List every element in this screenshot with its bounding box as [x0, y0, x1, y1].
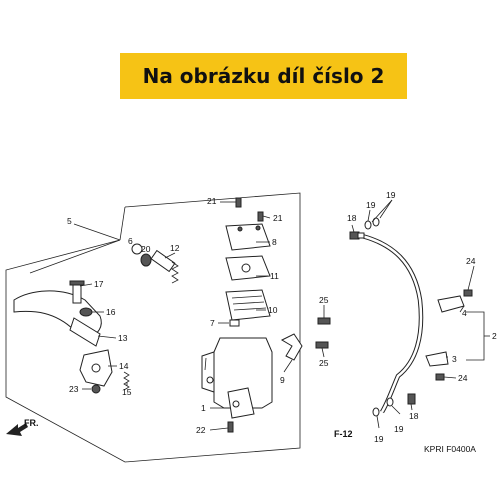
callout-17: 17 — [94, 279, 104, 289]
callout-19b: 19 — [386, 190, 396, 200]
callout-22: 22 — [196, 425, 206, 435]
callout-24b: 24 — [458, 373, 468, 383]
callout-5: 5 — [67, 216, 72, 226]
callout-25a: 25 — [319, 295, 329, 305]
callout-1: 1 — [201, 403, 206, 413]
callout-14: 14 — [119, 361, 129, 371]
callout-15: 15 — [122, 387, 132, 397]
callout-8: 8 — [272, 237, 277, 247]
callout-2: 2 — [492, 331, 497, 341]
callout-20: 20 — [141, 244, 151, 254]
bolt-upper — [317, 317, 331, 325]
callout-12: 12 — [170, 243, 180, 253]
lever-holder — [79, 349, 113, 387]
brake-lever[interactable] — [13, 290, 102, 347]
piston-kit — [131, 243, 179, 284]
leader-lines — [73, 199, 490, 431]
spring — [123, 371, 130, 391]
callout-21a: 21 — [207, 196, 217, 206]
brake-switch — [229, 319, 240, 327]
reservoir-cap — [225, 223, 271, 251]
lever-nut — [79, 307, 93, 317]
callout-18a: 18 — [347, 213, 357, 223]
reservoir-plate — [225, 255, 271, 281]
diagram-code: KPRI F0400A — [424, 444, 476, 454]
callout-4: 4 — [462, 308, 467, 318]
washer — [364, 217, 394, 417]
callout-13: 13 — [118, 333, 128, 343]
mounting-bolt — [227, 421, 234, 433]
callout-23: 23 — [69, 384, 79, 394]
callout-19c: 19 — [394, 424, 404, 434]
callout-18b: 18 — [409, 411, 419, 421]
front-label: FR. — [24, 418, 39, 428]
brake-hose[interactable] — [361, 233, 424, 414]
banner-text: Na obrázku díl číslo 2 — [142, 64, 385, 88]
callout-7: 7 — [210, 318, 215, 328]
callout-6: 6 — [128, 236, 133, 246]
hose-clamp-upper — [437, 295, 465, 313]
highlight-banner: Na obrázku díl číslo 2 — [120, 53, 407, 99]
callout-25b: 25 — [319, 358, 329, 368]
hose-boot — [280, 333, 303, 361]
front-arrow-icon: FR. — [6, 418, 39, 436]
frame-outline — [5, 192, 301, 463]
callout-11: 11 — [270, 271, 279, 281]
callout-3: 3 — [452, 354, 457, 364]
callout-16: 16 — [106, 307, 116, 317]
callout-9: 9 — [280, 375, 285, 385]
reservoir-diaphragm — [225, 289, 271, 321]
master-cylinder-body — [201, 337, 273, 419]
callout-labels: 5 17 16 13 14 23 15 6 20 12 21 21 8 11 1… — [67, 190, 497, 454]
pivot-bolt — [69, 280, 85, 304]
banjo-bolt-upper — [349, 231, 365, 240]
holder-nut — [91, 384, 101, 394]
callout-21b: 21 — [273, 213, 283, 223]
callout-19a: 19 — [366, 200, 376, 210]
callout-10: 10 — [268, 305, 278, 315]
section-ref: F-12 — [334, 429, 353, 439]
callout-24a: 24 — [466, 256, 476, 266]
cap-screw — [235, 197, 264, 222]
bolt-lower — [315, 341, 329, 349]
callout-19d: 19 — [374, 434, 384, 444]
hose-clamp-lower — [425, 351, 449, 367]
banjo-bolt-lower — [407, 393, 416, 405]
